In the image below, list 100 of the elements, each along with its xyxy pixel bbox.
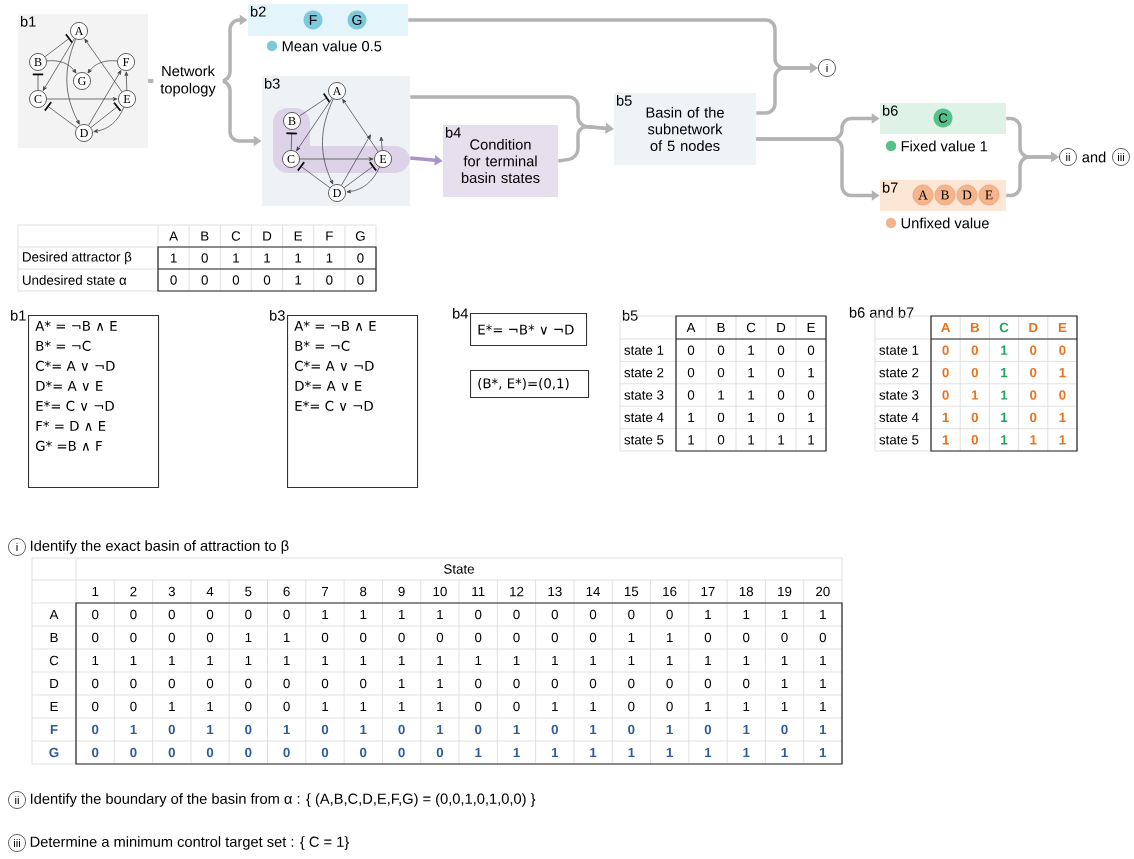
column-header: State: [444, 564, 474, 574]
table-value: 0: [326, 275, 333, 285]
table-value: 1: [820, 609, 826, 620]
table-value: 1: [590, 724, 597, 735]
table-value: 0: [283, 701, 290, 712]
inhibition-line: [32, 73, 44, 91]
table-value: 0: [777, 412, 785, 423]
table-value: 0: [170, 275, 177, 285]
table-value: 0: [168, 609, 175, 620]
circled-numeral: iii: [1112, 148, 1130, 166]
table-value: 1: [942, 435, 949, 445]
table-value: 1: [781, 747, 788, 758]
arrow: [46, 97, 118, 101]
column-header: 3: [168, 586, 175, 597]
table-value: 1: [322, 609, 329, 620]
column-header: C: [746, 322, 756, 333]
table-value: 1: [688, 412, 695, 422]
column-header: 5: [245, 586, 252, 597]
table-value: 1: [705, 655, 711, 666]
table-value: 0: [283, 678, 290, 689]
table-value: 0: [513, 632, 520, 643]
table-value: 1: [590, 701, 597, 712]
arrow: [296, 98, 333, 152]
arrow: [84, 38, 123, 93]
table-value: 1: [326, 253, 333, 263]
arrow: [1006, 151, 1059, 198]
table-value: 0: [589, 632, 597, 643]
table-value: 0: [942, 345, 949, 355]
table-value: 1: [169, 701, 175, 712]
table-value: 0: [92, 678, 99, 689]
table-value: 0: [513, 609, 520, 620]
table-value: 0: [687, 390, 695, 400]
table-value: 1: [437, 655, 443, 666]
table-value: 1: [295, 253, 302, 263]
table-value: 1: [743, 609, 750, 620]
row-header: B: [50, 632, 58, 643]
table-value: 1: [819, 747, 827, 758]
table-value: 1: [170, 253, 177, 263]
table-value: 1: [808, 435, 815, 445]
table-value: 1: [283, 724, 290, 735]
legend-text: Mean value 0.5: [282, 40, 382, 52]
column-header: 15: [624, 586, 639, 597]
table-value: 0: [1030, 367, 1037, 378]
table-value: 1: [1001, 345, 1008, 355]
circled-numeral: i: [818, 59, 836, 77]
table-value: 0: [475, 678, 482, 689]
table-value: 1: [437, 701, 443, 712]
table-value: 0: [971, 412, 978, 423]
arrow: [87, 60, 118, 74]
table-value: 0: [130, 678, 137, 689]
table-value: 0: [206, 747, 214, 758]
table-value: 0: [201, 253, 208, 263]
table-value: 1: [1059, 412, 1066, 422]
table-value: 1: [322, 655, 329, 666]
arrow: [66, 38, 80, 125]
arrow: [379, 136, 384, 151]
row-header: state 2: [624, 367, 664, 378]
table-value: 1: [820, 678, 826, 689]
table-value: 1: [513, 747, 520, 758]
table-value: 0: [436, 747, 444, 758]
column-header: 17: [701, 586, 715, 597]
table-value: 0: [717, 435, 725, 445]
table-value: 1: [748, 435, 755, 445]
column-header: 11: [472, 586, 485, 597]
table-value: 0: [357, 253, 364, 263]
table-value: 1: [130, 724, 137, 735]
formula-box: (B*, E*)=(0,1): [470, 370, 590, 399]
table-value: 0: [92, 724, 99, 735]
table-value: 0: [781, 724, 788, 735]
table-value: 0: [245, 747, 252, 758]
table-value: 1: [551, 747, 559, 758]
table-value: 1: [437, 724, 444, 735]
column-header: D: [263, 231, 272, 241]
table-value: 1: [233, 253, 239, 263]
table-value: 1: [130, 655, 137, 666]
table-value: 1: [1001, 435, 1008, 445]
column-header: 2: [130, 586, 137, 597]
table-value: 1: [398, 609, 405, 620]
table-value: 1: [207, 724, 214, 735]
table-value: 0: [942, 390, 949, 400]
column-header: 1: [92, 586, 99, 597]
table-value: 0: [206, 609, 214, 620]
column-header: 19: [778, 586, 792, 597]
table-value: 0: [92, 701, 99, 712]
table-value: 1: [207, 655, 214, 666]
column-header: E: [807, 322, 815, 333]
table-value: 0: [92, 747, 99, 758]
table-value: 0: [717, 412, 725, 423]
table-value: 1: [92, 655, 99, 666]
table-value: 0: [245, 701, 252, 712]
row-header: G: [49, 747, 59, 758]
table-value: 0: [807, 345, 815, 355]
column-header: B: [717, 322, 725, 333]
table-value: 0: [971, 345, 978, 355]
table-value: 1: [590, 655, 597, 666]
circled-numeral: ii: [8, 791, 26, 809]
table-value: 0: [717, 367, 725, 378]
column-header: B: [201, 231, 209, 241]
column-header: C: [231, 231, 241, 241]
table-value: 1: [590, 747, 597, 758]
